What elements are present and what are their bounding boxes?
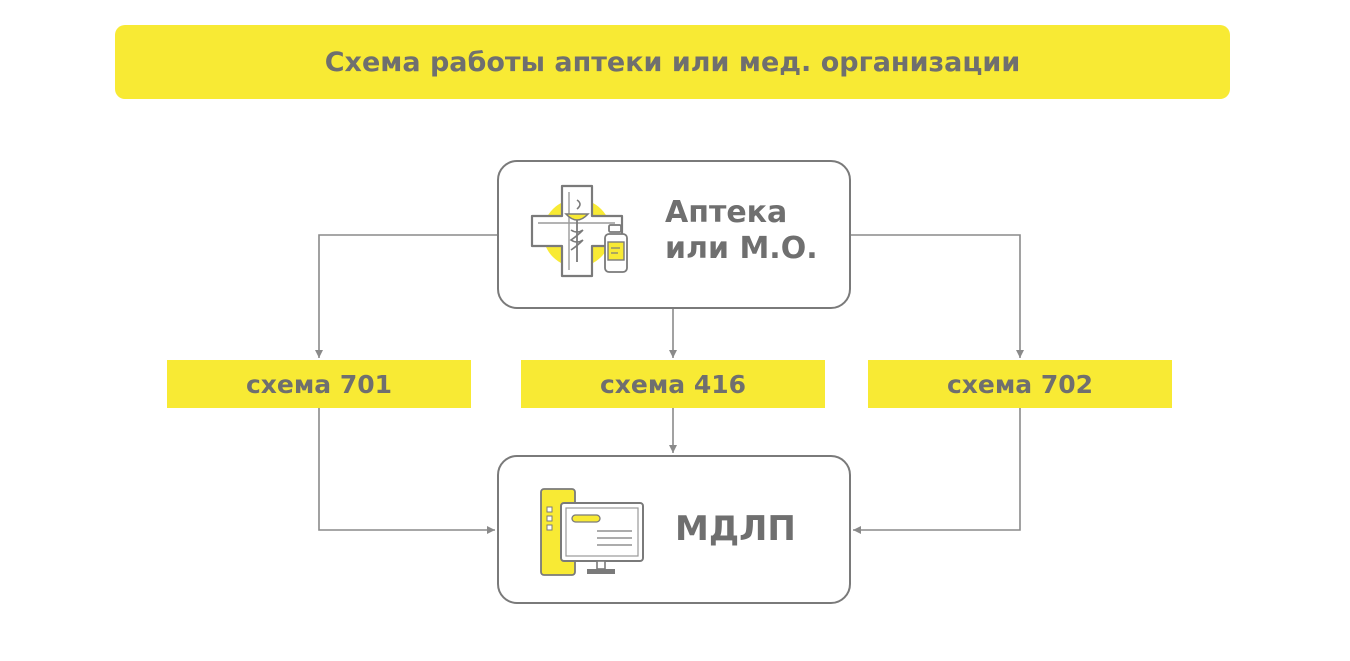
scheme-701-label: схема 701 (167, 360, 471, 408)
connector-pharmacy-to-701 (315, 234, 497, 358)
pharmacy-label: Аптека или М.О. (665, 195, 818, 267)
scheme-416-label: схема 416 (521, 360, 825, 408)
node-pharmacy: Аптека или М.О. (497, 160, 851, 309)
pharmacy-cross-icon (530, 184, 628, 278)
connector-701-to-mdlp (318, 408, 495, 534)
mdlp-label: МДЛП (675, 509, 796, 549)
pharmacy-label-line1: Аптека (665, 195, 788, 230)
node-mdlp: МДЛП (497, 455, 851, 604)
pharmacy-label-line2: или М.О. (665, 231, 818, 266)
connector-pharmacy-to-702 (851, 234, 1024, 358)
diagram-title: Схема работы аптеки или мед. организации (115, 25, 1230, 99)
computer-server-icon (540, 488, 644, 576)
connector-702-to-mdlp (853, 408, 1021, 534)
scheme-702-label: схема 702 (868, 360, 1172, 408)
